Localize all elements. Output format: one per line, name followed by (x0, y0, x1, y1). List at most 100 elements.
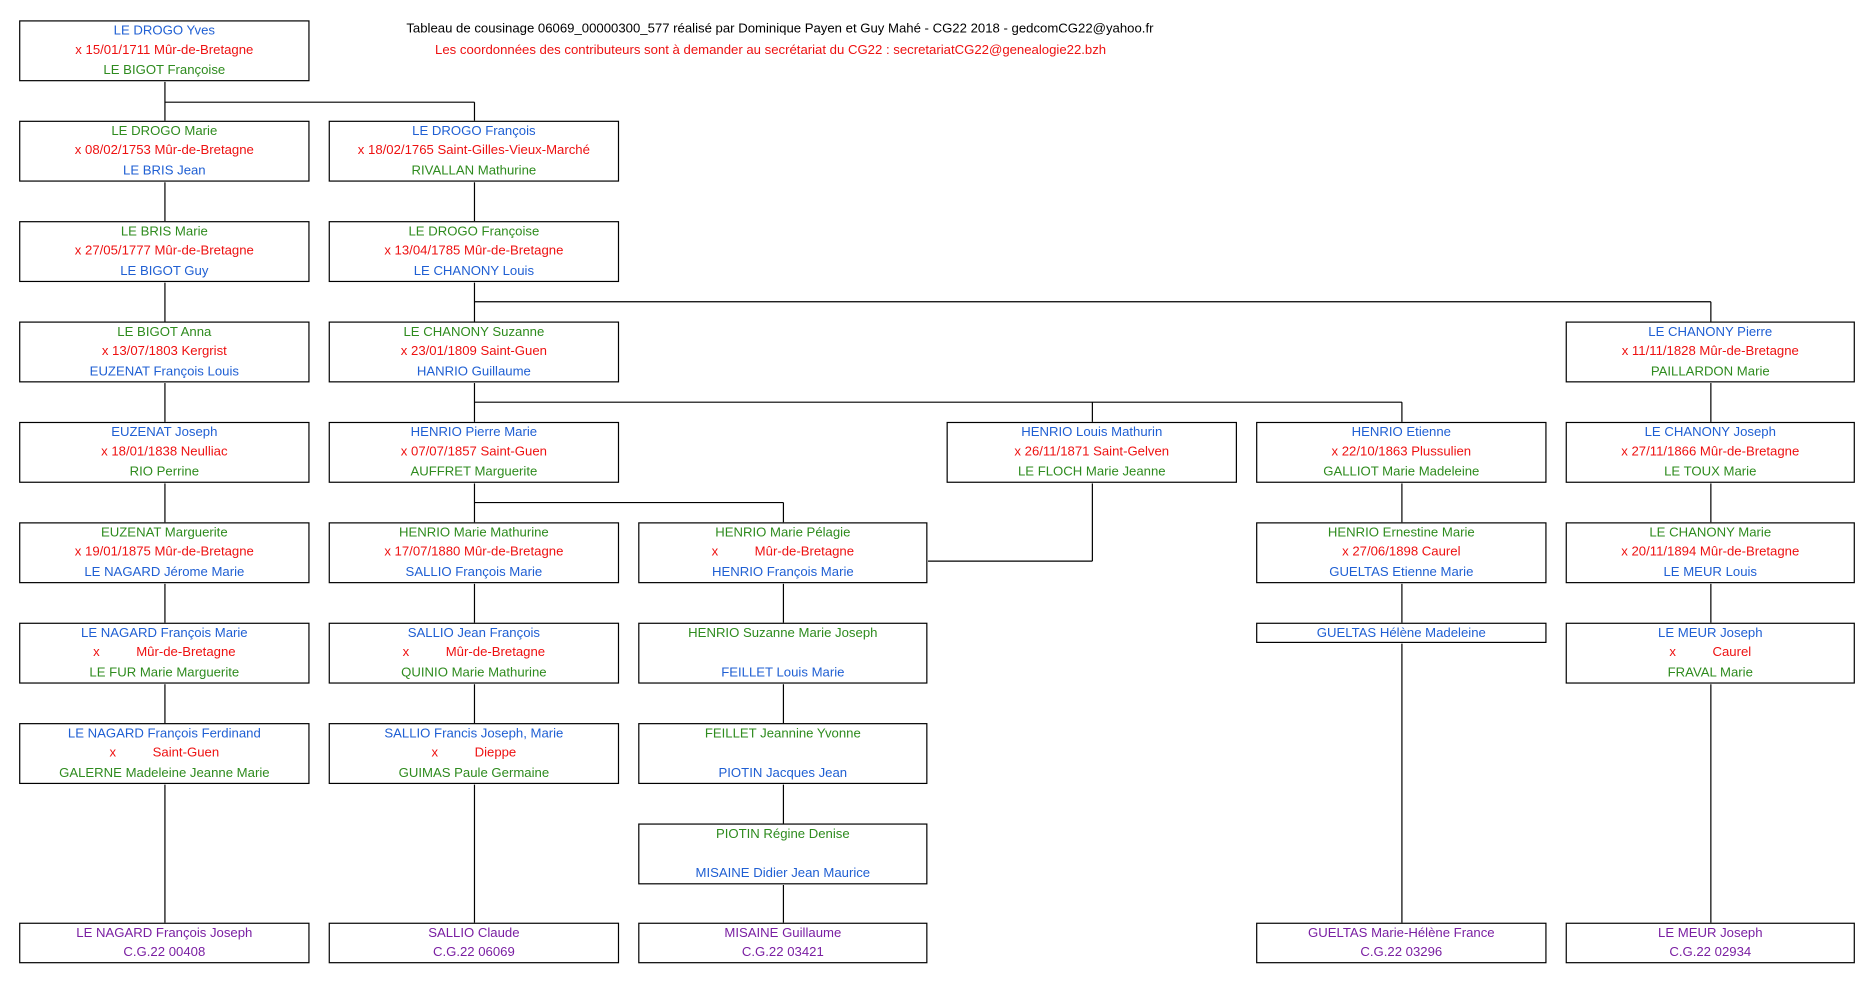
person-name: HENRIO Suzanne Marie Joseph (688, 626, 878, 641)
marriage-line: x 13/04/1785 Mûr-de-Bretagne (384, 244, 564, 259)
marriage-line: x 18/01/1838 Neulliac (101, 444, 228, 460)
spouse-name: PAILLARDON Marie (1650, 364, 1770, 379)
person-name: HENRIO Ernestine Marie (1327, 525, 1475, 541)
spouse-name: GUELTAS Etienne Marie (1329, 564, 1474, 580)
spouse-name: EUZENAT François Louis (89, 364, 239, 379)
spouse-name: SALLIO François Marie (405, 564, 543, 580)
spouse-name: LE FUR Marie Marguerite (89, 665, 240, 680)
person-name: HENRIO Etienne (1351, 425, 1452, 440)
spouse-name: LE MEUR Louis (1663, 564, 1758, 580)
person-box: HENRIO Ernestine Marie x 27/06/1898 Caure… (1256, 522, 1547, 584)
marriage-line: x Mûr-de-Bretagne (711, 545, 855, 560)
person-name: PIOTIN Régine Denise (715, 827, 850, 842)
marriage-line: x 18/02/1765 Saint-Gilles-Vieux-Marché (357, 143, 590, 159)
contributors-note: Les coordonnées des contributeurs sont à… (435, 43, 1107, 58)
spouse-name (639, 744, 926, 764)
person-name: SALLIO Claude (428, 926, 520, 941)
person-box: EUZENAT Marguerite x 19/01/1875 Mûr-de-Br… (19, 522, 310, 584)
person-name: GUELTAS Marie-Hélène France (1308, 926, 1495, 941)
person-box: LE DROGO Yves x 15/01/1711 Mûr-de-Bretagn… (19, 20, 310, 82)
spouse-name: AUFFRET Marguerite (410, 464, 538, 479)
spouse-name: C.G.22 06069 (432, 945, 515, 960)
marriage-line: x 23/01/1809 Saint-Guen (400, 344, 547, 359)
person-name: LE CHANONY Joseph (1644, 425, 1776, 440)
person-box: LE CHANONY Pierre x 11/11/1828 Mûr-de-Bre… (1565, 321, 1855, 383)
spouse-name: GALERNE Madeleine Jeanne Marie (59, 765, 270, 781)
person-name: LE DROGO Françoise (408, 224, 540, 240)
marriage-line: x 08/02/1753 Mûr-de-Bretagne (74, 143, 254, 159)
person-name: LE MEUR Joseph (1658, 926, 1763, 941)
spouse-name: LE FLOCH Marie Jeanne (1017, 464, 1166, 479)
marriage-line: x Dieppe (431, 746, 517, 761)
spouse-name: GUIMAS Paule Germaine (398, 765, 550, 781)
spouse-name: QUINIO Marie Mathurine (401, 665, 547, 680)
person-name: LE NAGARD François Ferdinand (67, 726, 261, 741)
person-name: SALLIO Francis Joseph, Marie (384, 726, 564, 741)
spouse-name: LE BIGOT Guy (120, 263, 209, 279)
person-name: EUZENAT Marguerite (101, 525, 228, 541)
marriage-line: x 27/05/1777 Mûr-de-Bretagne (74, 244, 254, 259)
spouse-name: MISAINE Didier Jean Maurice (695, 866, 871, 881)
person-name: HENRIO Marie Mathurine (398, 525, 549, 541)
person-name: LE DROGO François (412, 124, 536, 139)
marriage-line: x 26/11/1871 Saint-Gelven (1014, 444, 1170, 460)
marriage-line: x 15/01/1711 Mûr-de-Bretagne (75, 43, 254, 58)
marriage-line: x Caurel (1669, 645, 1752, 661)
marriage-line: x Saint-Guen (109, 746, 220, 761)
marriage-line: x 07/07/1857 Saint-Guen (400, 444, 547, 460)
spouse-name: LE NAGARD Jérome Marie (84, 564, 245, 580)
marriage-line: x 11/11/1828 Mûr-de-Bretagne (1621, 344, 1799, 359)
marriage-line: x 27/06/1898 Caurel (1342, 545, 1461, 560)
person-name: HENRIO Pierre Marie (410, 425, 538, 440)
spouse-name: LE CHANONY Louis (413, 263, 535, 279)
marriage-line: x 19/01/1875 Mûr-de-Bretagne (74, 545, 254, 560)
person-name: LE CHANONY Pierre (1648, 325, 1773, 340)
person-box: LE DROGO Françoise x 13/04/1785 Mûr-de-Br… (328, 221, 620, 283)
person-name: FEILLET Jeannine Yvonne (704, 726, 861, 741)
spouse-name: FRAVAL Marie (1667, 665, 1753, 680)
person-name: MISAINE Guillaume (724, 926, 842, 941)
person-name: LE BRIS Marie (120, 224, 208, 240)
spouse-name: C.G.22 03421 (741, 945, 824, 960)
person-name: LE NAGARD François Marie (81, 626, 248, 641)
spouse-name: PIOTIN Jacques Jean (718, 765, 848, 781)
marriage-line: x 20/11/1894 Mûr-de-Bretagne (1621, 545, 1800, 560)
person-name: LE BIGOT Anna (117, 325, 212, 340)
marriage-line: x 17/07/1880 Mûr-de-Bretagne (384, 545, 564, 560)
marriage-line: x 22/10/1863 Plussulien (1331, 444, 1472, 460)
person-name: LE NAGARD François Joseph (76, 926, 253, 941)
spouse-name (639, 643, 926, 663)
spouse-name: HANRIO Guillaume (416, 364, 531, 379)
person-box: HENRIO Marie Mathurine x 17/07/1880 Mûr-d… (328, 522, 620, 584)
spouse-name: C.G.22 00408 (123, 945, 206, 960)
person-box: HENRIO Pierre Marie x 07/07/1857 Saint-Gu… (328, 421, 620, 483)
person-box: GUELTAS Hélène Madeleine (1256, 622, 1547, 643)
person-name: LE DROGO Yves (113, 23, 215, 39)
marriage-line: x Mûr-de-Bretagne (93, 645, 236, 661)
person-name: EUZENAT Joseph (111, 425, 218, 440)
person-box: LE DROGO François x 18/02/1765 Saint-Gill… (328, 120, 620, 182)
spouse-name: C.G.22 02934 (1669, 945, 1752, 960)
person-name: GUELTAS Hélène Madeleine (1316, 626, 1486, 641)
marriage-line: x 27/11/1866 Mûr-de-Bretagne (1621, 444, 1800, 460)
marriage-line: x Mûr-de-Bretagne (402, 645, 546, 661)
spouse-name: C.G.22 03296 (1360, 945, 1443, 960)
spouse-name (639, 844, 926, 864)
